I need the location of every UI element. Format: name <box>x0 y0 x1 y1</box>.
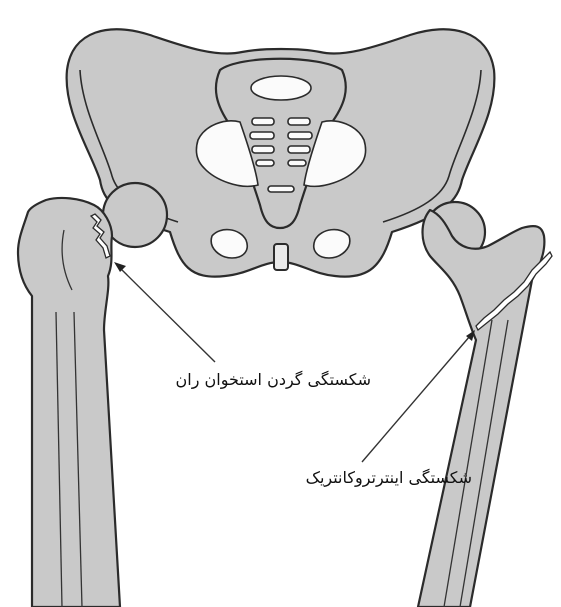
label-femoral-neck-fracture: شکستگی گردن استخوان ران <box>103 370 371 390</box>
sacral-promontory <box>251 76 311 100</box>
femur-left <box>18 198 120 607</box>
arrow-head-neck <box>114 262 126 272</box>
label-intertrochanteric-fracture: شکستگی اینترتروکانتریک <box>202 468 472 488</box>
arrow-line-neck <box>120 268 215 362</box>
pubic-symphysis <box>274 244 288 270</box>
femur-right <box>418 210 544 607</box>
